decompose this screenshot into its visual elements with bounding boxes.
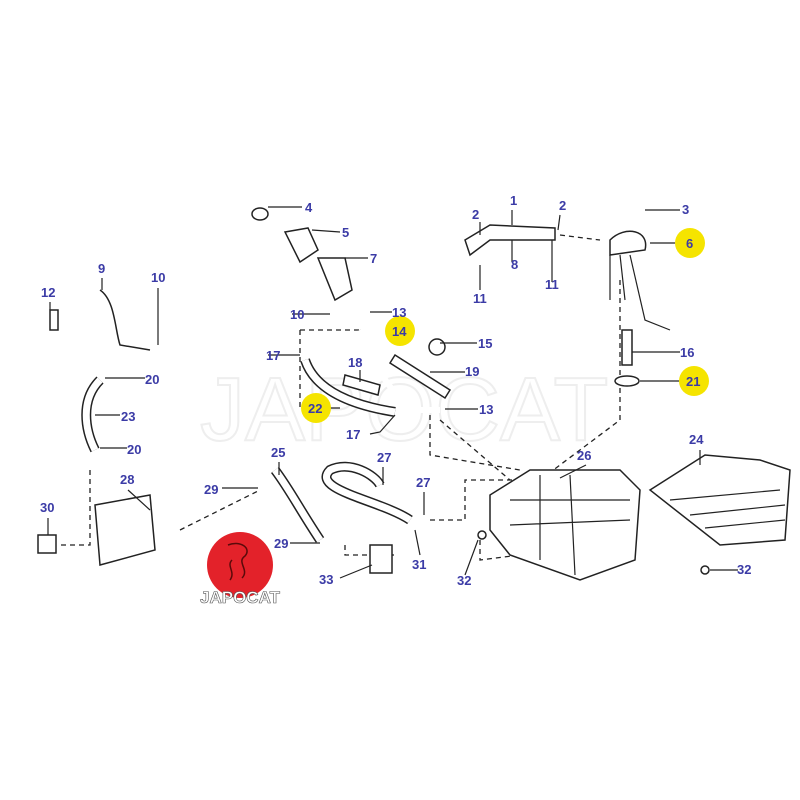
callout-13b: 13 [479, 402, 493, 417]
callout-31: 31 [412, 557, 426, 572]
part-32-bolt [477, 530, 487, 540]
part-7-filler-neck [316, 257, 353, 302]
callout-30: 30 [40, 500, 54, 515]
callout-8: 8 [511, 257, 518, 272]
callout-20b: 20 [127, 442, 141, 457]
part-6-tubes [609, 254, 671, 331]
callout-16: 16 [680, 345, 694, 360]
callout-25: 25 [271, 445, 285, 460]
part-1-pipe [464, 224, 556, 257]
dashed-connectors [60, 234, 621, 561]
callout-17b: 17 [346, 427, 360, 442]
part-12 [49, 309, 59, 331]
callout-3: 3 [682, 202, 689, 217]
part-5-housing [283, 227, 319, 264]
callout-12: 12 [41, 285, 55, 300]
callout-5: 5 [342, 225, 349, 240]
callout-32b: 32 [737, 562, 751, 577]
parts [37, 207, 791, 581]
part-4-fuel-cap [251, 207, 269, 221]
callout-14: 14 [392, 324, 407, 339]
highlight-6 [675, 228, 705, 258]
part-15-clamp [428, 338, 446, 356]
japocat-logo: JAPOCAT [200, 532, 281, 607]
part-26-fuel-tank [489, 469, 641, 581]
callout-28: 28 [120, 472, 134, 487]
leader-lines [47, 206, 738, 579]
part-32-bolt [700, 565, 710, 575]
callout-27b: 27 [416, 475, 430, 490]
callout-24: 24 [689, 432, 704, 447]
callout-7: 7 [370, 251, 377, 266]
highlight-21 [679, 366, 709, 396]
logo-text: JAPOCAT [200, 588, 281, 607]
callout-21: 21 [686, 374, 700, 389]
part-18-hose [342, 374, 381, 396]
part-16 [621, 329, 633, 366]
highlights [301, 228, 709, 423]
callout-17: 17 [266, 348, 280, 363]
callout-29b: 29 [274, 536, 288, 551]
callout-10b: 10 [151, 270, 165, 285]
callout-26: 26 [577, 448, 591, 463]
callout-19: 19 [465, 364, 479, 379]
watermark: JAPOCAT [200, 360, 608, 460]
callout-20: 20 [145, 372, 159, 387]
callout-4: 4 [305, 200, 313, 215]
callout-33: 33 [319, 572, 333, 587]
callout-6: 6 [686, 236, 693, 251]
callout-27: 27 [377, 450, 391, 465]
callout-15: 15 [478, 336, 492, 351]
callout-1: 1 [510, 193, 517, 208]
highlight-22 [301, 393, 331, 423]
callout-13: 13 [392, 305, 406, 320]
part-30 [37, 534, 57, 554]
part-33-valve [369, 544, 393, 574]
callout-9: 9 [98, 261, 105, 276]
part-9-line [99, 289, 151, 351]
callout-11: 11 [473, 291, 487, 306]
callout-labels: 4 5 7 10 13 14 15 17 18 19 22 13 17 1 2 … [40, 193, 751, 588]
callout-22: 22 [308, 401, 322, 416]
callout-18: 18 [348, 355, 362, 370]
part-28-canister [94, 494, 156, 566]
callout-2: 2 [472, 207, 479, 222]
part-19-hose [388, 353, 452, 400]
part-21-seal [614, 375, 640, 387]
highlight-14 [385, 316, 415, 346]
callout-23: 23 [121, 409, 135, 424]
callout-32: 32 [457, 573, 471, 588]
callout-29: 29 [204, 482, 218, 497]
callout-2b: 2 [559, 198, 566, 213]
callout-10: 10 [290, 307, 304, 322]
part-6-sender [609, 230, 647, 256]
callout-11b: 11 [545, 277, 559, 292]
